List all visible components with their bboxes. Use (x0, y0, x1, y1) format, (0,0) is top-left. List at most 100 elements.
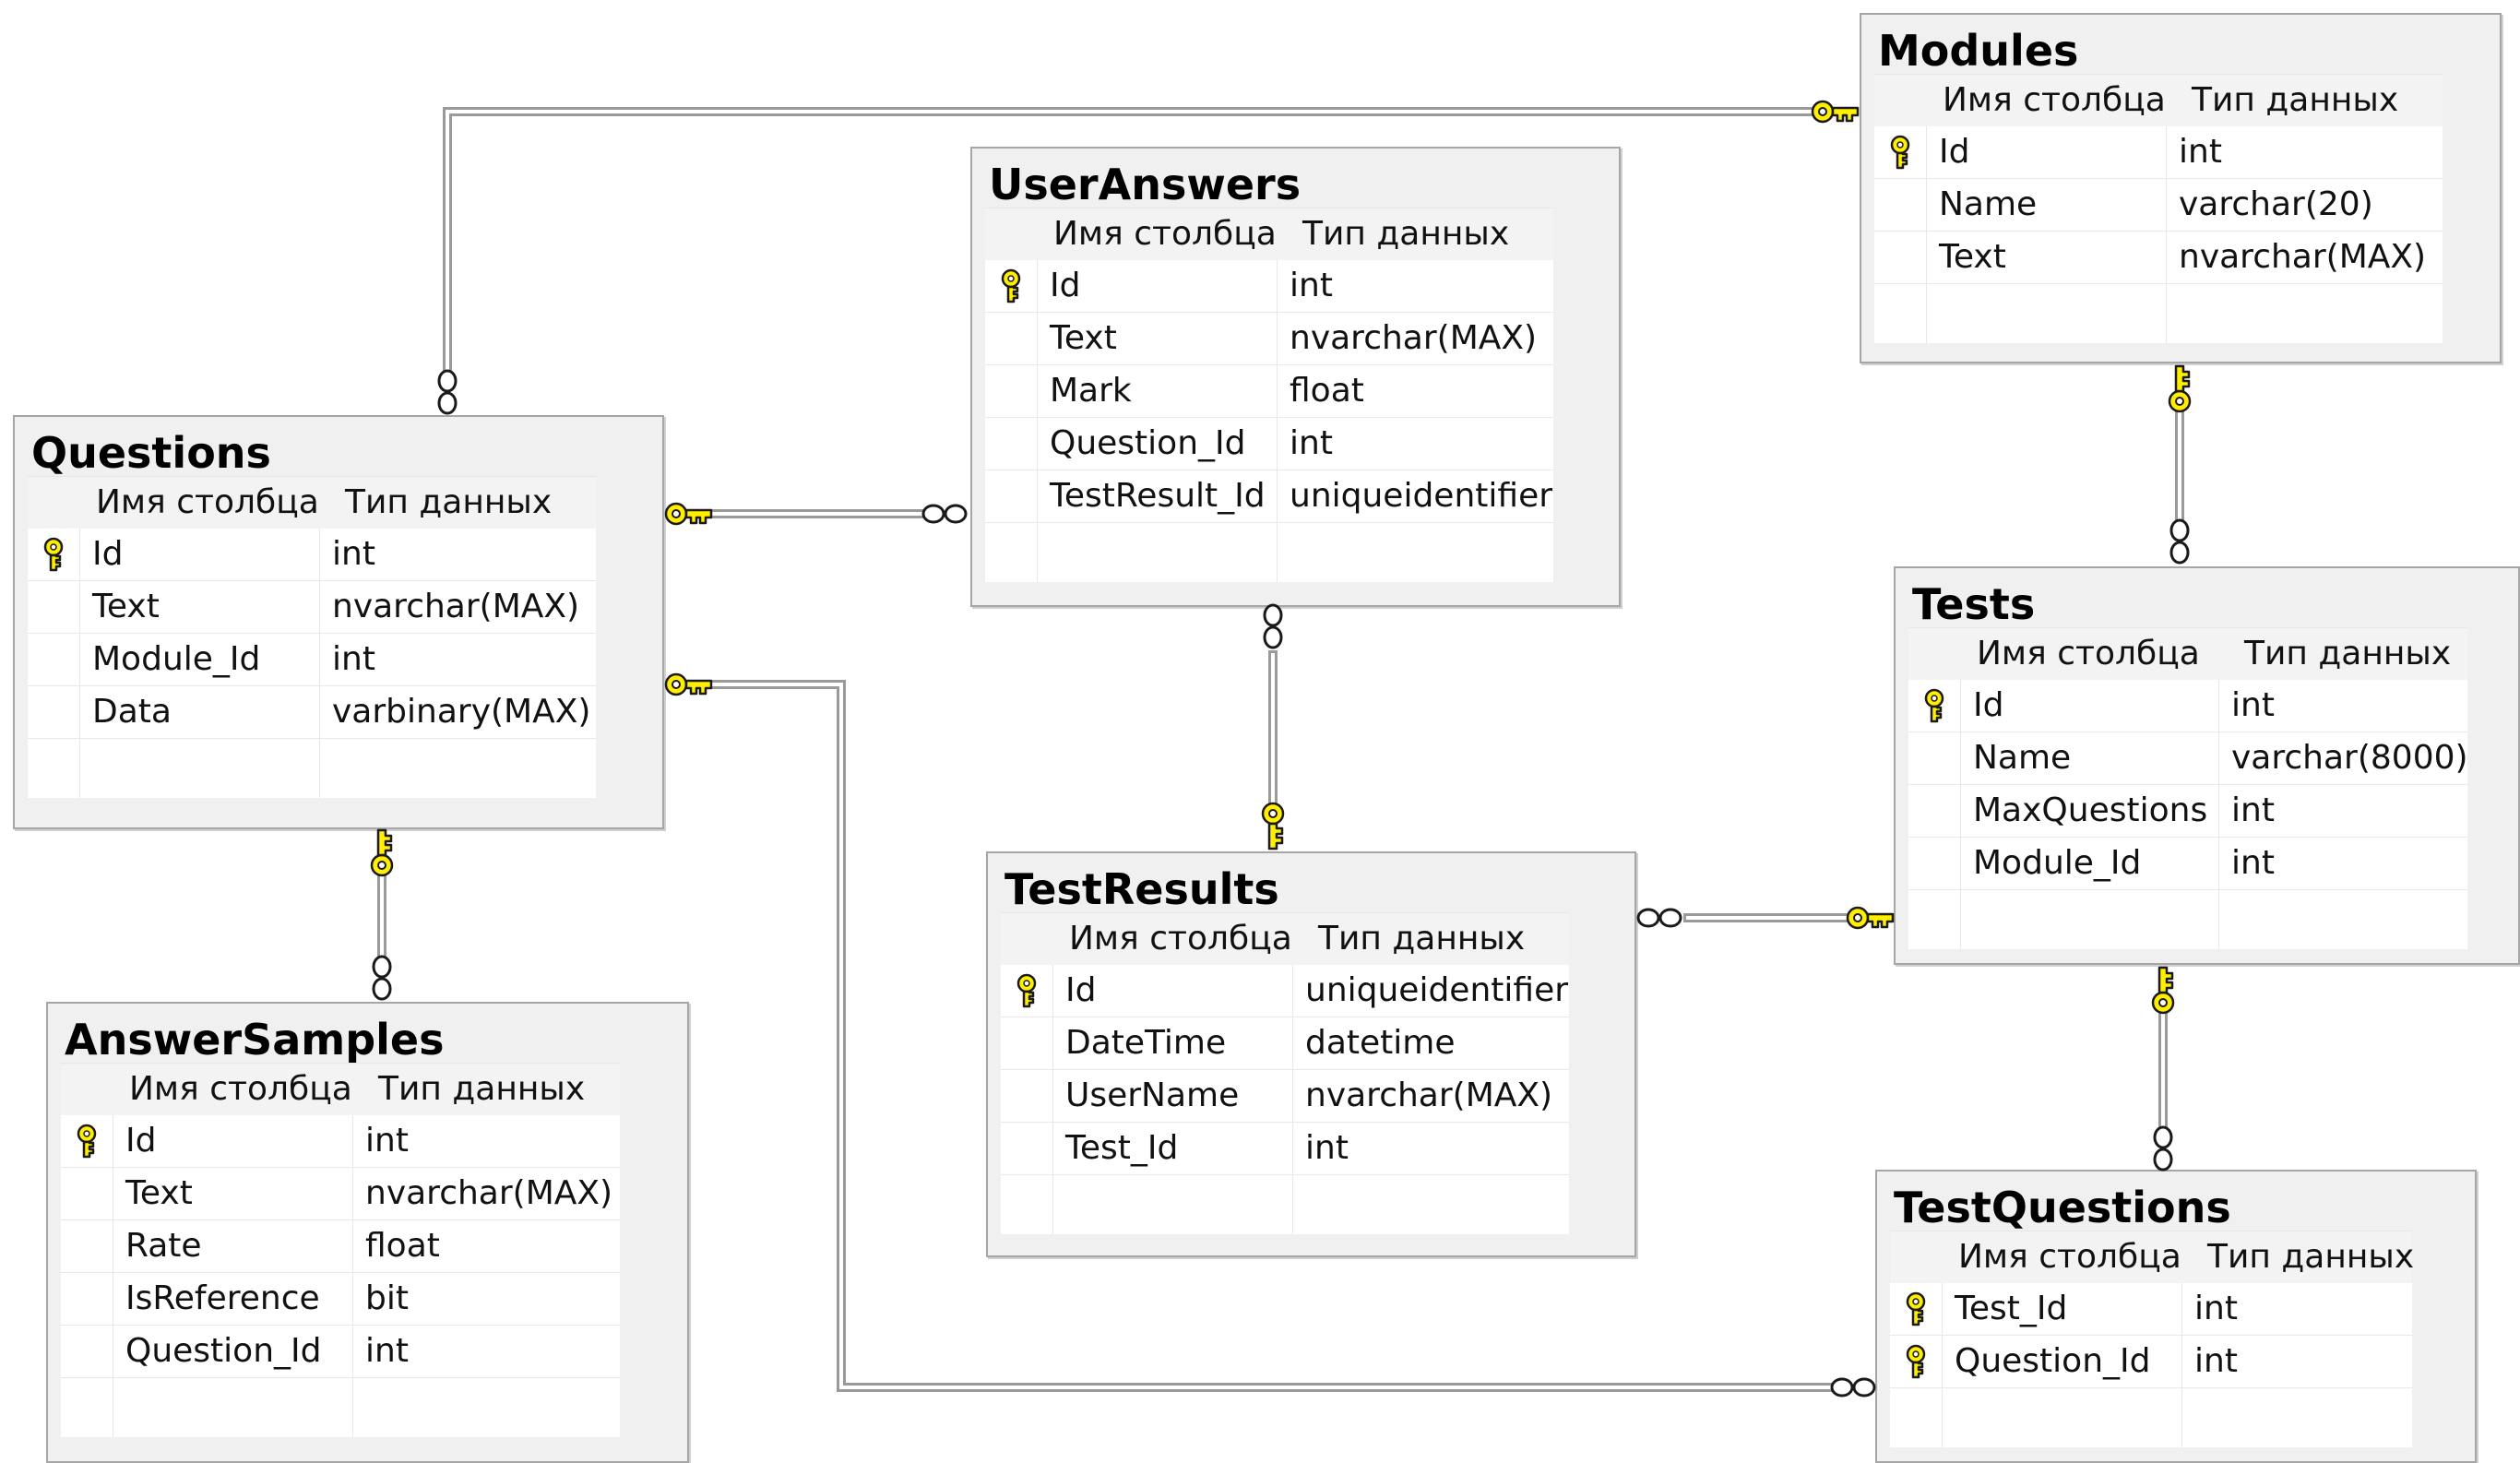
column-type: varchar(20) (2179, 185, 2373, 223)
column-name: Name (1939, 185, 2038, 223)
data-type-header: Тип данных (345, 483, 553, 521)
column-type: int (2231, 791, 2275, 829)
row-selector[interactable] (61, 1378, 113, 1437)
empty-row[interactable] (1874, 284, 2443, 343)
cell-divider (1292, 965, 1293, 1017)
empty-row[interactable] (61, 1378, 620, 1437)
column-name: Id (92, 535, 124, 573)
cell-divider (2166, 126, 2167, 178)
infinity-end-icon (1636, 908, 1682, 928)
row-selector[interactable] (1874, 284, 1927, 343)
key-end-icon (664, 502, 713, 526)
row-selector[interactable] (985, 418, 1038, 470)
row-selector[interactable] (1001, 1070, 1053, 1122)
empty-row[interactable] (1001, 1175, 1569, 1234)
row-selector[interactable] (1890, 1283, 1943, 1335)
empty-row[interactable] (985, 523, 1553, 582)
column-name: Id (1065, 971, 1097, 1009)
cell-divider (352, 1326, 353, 1377)
row-selector[interactable] (1874, 179, 1927, 231)
column-name: Module_Id (92, 640, 261, 678)
row-selector[interactable] (985, 523, 1038, 582)
row-selector[interactable] (1890, 1336, 1943, 1387)
row-selector[interactable] (985, 365, 1038, 417)
row-selector[interactable] (1908, 732, 1961, 784)
row-selector[interactable] (1001, 1017, 1053, 1069)
row-selector[interactable] (28, 686, 80, 738)
row-selector[interactable] (61, 1326, 113, 1377)
row-selector[interactable] (1001, 965, 1053, 1017)
row-selector[interactable] (1890, 1388, 1943, 1447)
column-name: Test_Id (1955, 1290, 2068, 1327)
row-selector[interactable] (1874, 232, 1927, 283)
row-selector[interactable] (1908, 680, 1961, 732)
primary-key-icon (1924, 688, 1944, 723)
row-selector[interactable] (1001, 1123, 1053, 1174)
row-selector[interactable] (985, 470, 1038, 522)
cell-divider (1277, 313, 1278, 364)
row-selector[interactable] (1908, 838, 1961, 889)
row-selector[interactable] (28, 634, 80, 685)
column-type: float (1290, 372, 1364, 410)
row-selector[interactable] (28, 581, 80, 633)
key-end-icon (370, 828, 394, 877)
row-selector[interactable] (28, 529, 80, 580)
row-selector[interactable] (1874, 126, 1927, 178)
row-selector[interactable] (985, 313, 1038, 364)
row-selector[interactable] (61, 1220, 113, 1272)
row-selector[interactable] (1908, 890, 1961, 949)
column-name: Question_Id (125, 1332, 322, 1370)
row-selector[interactable] (985, 260, 1038, 312)
empty-row[interactable] (28, 739, 596, 798)
row-selector[interactable] (61, 1273, 113, 1325)
column-name: Module_Id (1973, 844, 2142, 882)
column-row[interactable]: Name varchar(20) (1874, 179, 2443, 232)
key-end-icon (2151, 966, 2175, 1015)
row-selector[interactable] (61, 1115, 113, 1167)
cell-divider (2166, 179, 2167, 231)
row-selector[interactable] (1001, 1175, 1053, 1234)
cell-divider (319, 634, 320, 685)
row-selector[interactable] (28, 739, 80, 798)
empty-row[interactable] (1908, 890, 2467, 949)
row-selector[interactable] (61, 1168, 113, 1219)
empty-row[interactable] (1890, 1388, 2412, 1447)
row-selector[interactable] (1908, 785, 1961, 837)
